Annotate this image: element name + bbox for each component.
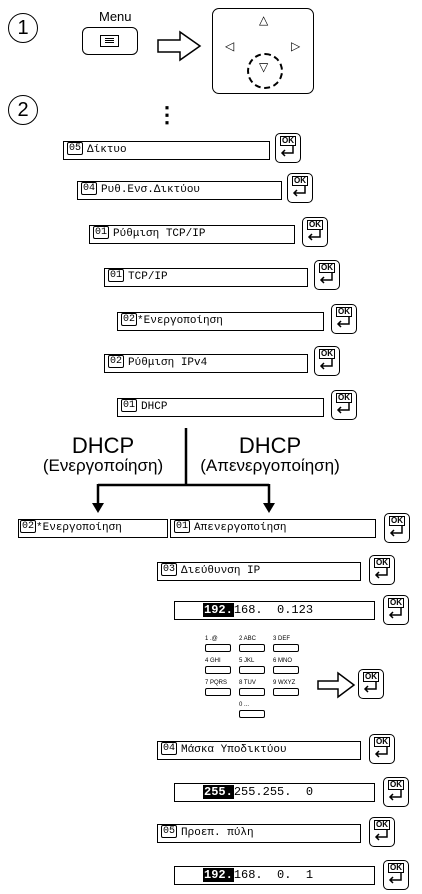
ellipsis-vertical: ⋮ bbox=[156, 102, 178, 127]
lcd-dhcp-on: 02*Ενεργοποίηση bbox=[18, 519, 168, 538]
ok-button[interactable]: OK bbox=[358, 669, 384, 699]
key-6[interactable] bbox=[273, 666, 299, 674]
lcd-tcpip-on: 02*Ενεργοποίηση bbox=[117, 312, 324, 331]
dpad: △ ◁ ▷ ▽ bbox=[212, 8, 314, 94]
ok-button[interactable]: OK bbox=[383, 777, 409, 807]
lcd-subnet-value: 255.255.255. 0 bbox=[174, 783, 375, 802]
ok-button[interactable]: OK bbox=[314, 346, 340, 376]
ip-octet-highlight: 192. bbox=[203, 603, 234, 617]
ok-button[interactable]: OK bbox=[384, 513, 410, 543]
subnet-octet-highlight: 255. bbox=[203, 785, 234, 799]
key-5[interactable] bbox=[239, 666, 265, 674]
lcd-ip-value: 192.168. 0.123 bbox=[174, 601, 375, 620]
key-4[interactable] bbox=[205, 666, 231, 674]
dpad-right-icon[interactable]: ▷ bbox=[291, 39, 301, 53]
gateway-octet-highlight: 192. bbox=[203, 868, 234, 882]
ok-button[interactable]: OK bbox=[383, 595, 409, 625]
step-1-badge: 1 bbox=[8, 13, 38, 43]
key-7[interactable] bbox=[205, 688, 231, 696]
menu-label: Menu bbox=[99, 9, 132, 24]
ok-button[interactable]: OK bbox=[302, 217, 328, 247]
lcd-gateway-value: 192.168. 0. 1 bbox=[174, 866, 375, 885]
key-0[interactable] bbox=[239, 710, 265, 718]
key-9[interactable] bbox=[273, 688, 299, 696]
key-1[interactable] bbox=[205, 644, 231, 652]
ok-button[interactable]: OK bbox=[275, 133, 301, 163]
numeric-keypad: 1 .@ 2 ABC 3 DEF 4 GHI 5 JKL 6 MNO 7 PQR… bbox=[205, 636, 315, 731]
dpad-up-icon[interactable]: △ bbox=[259, 13, 269, 27]
step-2-badge: 2 bbox=[8, 95, 38, 125]
key-2[interactable] bbox=[239, 644, 265, 652]
dpad-down-highlight bbox=[247, 53, 283, 89]
ok-button[interactable]: OK bbox=[331, 390, 357, 420]
branch-left-header: DHCP (Ενεργοποίηση) bbox=[42, 433, 164, 476]
ok-button[interactable]: OK bbox=[369, 734, 395, 764]
menu-icon bbox=[100, 35, 119, 47]
ok-button[interactable]: OK bbox=[369, 555, 395, 585]
ok-button[interactable]: OK bbox=[383, 860, 409, 890]
ok-button[interactable]: OK bbox=[331, 304, 357, 334]
ok-button[interactable]: OK bbox=[287, 173, 313, 203]
menu-button[interactable] bbox=[82, 27, 138, 55]
dpad-left-icon[interactable]: ◁ bbox=[225, 39, 235, 53]
hollow-arrow-right bbox=[157, 30, 202, 62]
key-3[interactable] bbox=[273, 644, 299, 652]
branch-right-arrowhead bbox=[263, 503, 275, 513]
ok-button[interactable]: OK bbox=[369, 817, 395, 847]
branch-right-header: DHCP (Απενεργοποίηση) bbox=[200, 433, 340, 476]
branch-left-arrowhead bbox=[92, 503, 104, 513]
keypad-hollow-arrow bbox=[317, 671, 356, 699]
key-8[interactable] bbox=[239, 688, 265, 696]
ok-button[interactable]: OK bbox=[314, 260, 340, 290]
